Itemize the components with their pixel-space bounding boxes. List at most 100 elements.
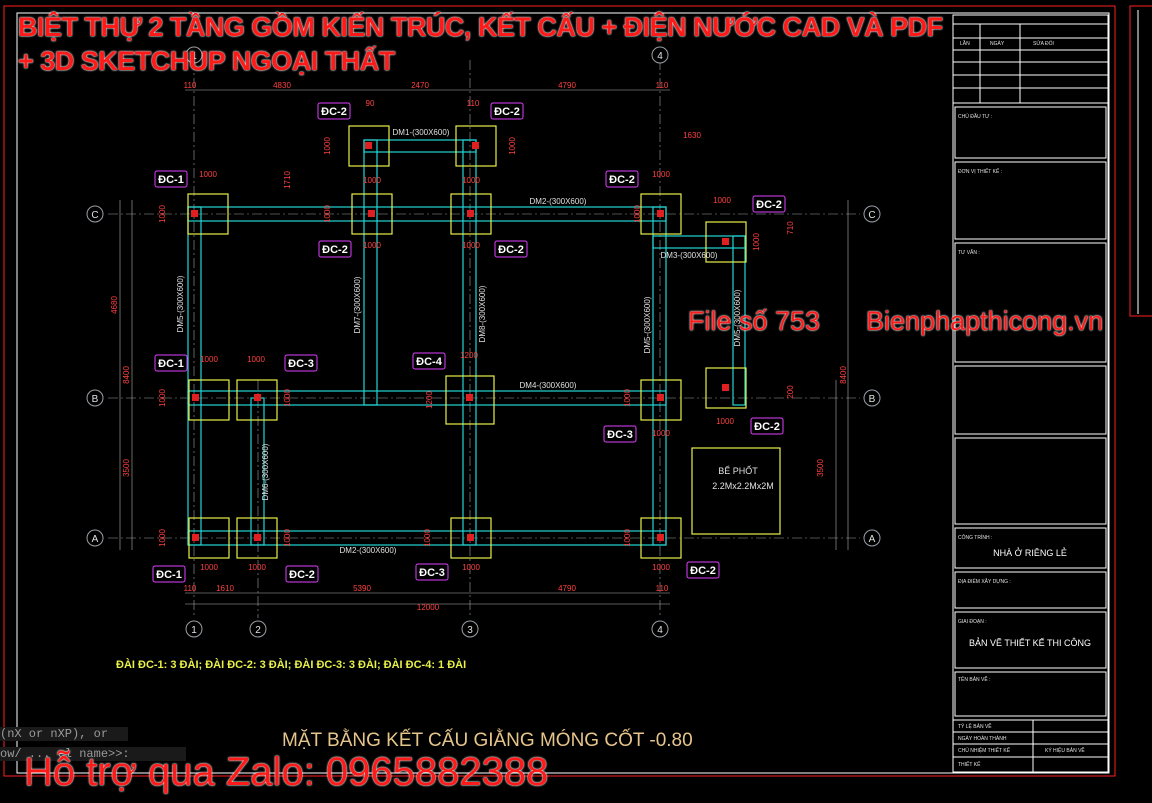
svg-text:ĐC-1: ĐC-1 — [158, 174, 184, 186]
columns — [191, 142, 729, 541]
grid-label-row-c-left: C — [91, 210, 98, 221]
dim-1710: 1710 — [283, 171, 292, 189]
dimension-lines — [119, 89, 849, 605]
scale-label: TỶ LỆ BẢN VẼ — [958, 722, 992, 730]
beam-label-dm9: DM5-(300X600) — [733, 289, 742, 346]
dim-v-1000-f: 1000 — [323, 205, 332, 223]
dim-top-b: 4830 — [273, 81, 291, 90]
dim-1000-h: 1000 — [247, 355, 265, 364]
svg-text:ĐC-2: ĐC-2 — [494, 106, 520, 118]
project-label: CÔNG TRÌNH : — [958, 534, 992, 541]
grid-bubbles — [86, 46, 881, 638]
dim-v-1000-d: 1000 — [323, 137, 332, 155]
dim-1000-b: 1000 — [363, 176, 381, 185]
dim-v-1000-a: 1000 — [158, 205, 167, 223]
svg-text:ĐC-2: ĐC-2 — [322, 244, 348, 256]
zalo-support-banner: Hỗ trợ qua Zalo: 0965882388 — [24, 750, 549, 794]
grid-label-col-1: 1 — [191, 625, 197, 636]
pile-tag-dc2-a: ĐC-2 — [317, 102, 351, 120]
dim-1000-a: 1000 — [199, 170, 217, 179]
dim-bot-a: 110 — [184, 584, 197, 593]
command-line-history-2[interactable]: ow/ ... el name>>: — [0, 747, 186, 761]
grid-lines — [108, 60, 860, 618]
dim-v-1000-e: 1000 — [508, 137, 517, 155]
dim-right-3500: 3500 — [816, 459, 825, 477]
drawing-code-label: KÝ HIỆU BẢN VẼ — [1045, 746, 1085, 754]
septic-tank — [691, 447, 781, 535]
dim-110-b: 110 — [467, 99, 480, 108]
beam-label-dm5b: DM5-(300X600) — [643, 296, 652, 353]
sheet-outer-border — [3, 5, 1116, 777]
pile-tag-dc1-b: ĐC-1 — [154, 354, 188, 372]
pile-tag-dc2-c: ĐC-2 — [605, 170, 639, 188]
drawing-title: MẶT BẰNG KẾT CẤU GIẰNG MÓNG CỐT -0.80 — [282, 730, 693, 751]
dim-1000-i: 1000 — [652, 429, 670, 438]
consultant-label: TƯ VẤN : — [958, 249, 980, 256]
grid-label-row-c-right: C — [868, 210, 875, 221]
project-name: NHÀ Ở RIÊNG LẺ — [993, 547, 1067, 558]
dim-1000-o: 1000 — [713, 196, 731, 205]
rev-header-date: NGÀY — [990, 40, 1005, 47]
svg-text:ĐC-2: ĐC-2 — [754, 421, 780, 433]
rev-header-no: LẦN — [960, 40, 970, 47]
pile-tag-dc3-a: ĐC-3 — [284, 354, 318, 372]
pile-tag-dc3-c: ĐC-3 — [415, 563, 449, 581]
pile-tag-dc2-b: ĐC-2 — [490, 102, 524, 120]
svg-text:ĐC-3: ĐC-3 — [419, 567, 445, 579]
title-block — [952, 14, 1109, 773]
dim-200: 200 — [786, 385, 795, 399]
dim-total: 12000 — [417, 603, 440, 612]
pile-tag-dc1-c: ĐC-1 — [152, 565, 186, 583]
dim-1000-c: 1000 — [462, 176, 480, 185]
pile-tag-dc2-f: ĐC-2 — [494, 240, 528, 258]
dim-left-4680: 4680 — [110, 296, 119, 314]
grid-label-col-2: 2 — [255, 625, 261, 636]
grid-label-col-4-top: 4 — [657, 51, 663, 62]
pile-tag-dc2-e: ĐC-2 — [318, 240, 352, 258]
promo-title-line-1: BIỆT THỰ 2 TẦNG GỒM KIẾN TRÚC, KẾT CẤU +… — [18, 12, 943, 42]
file-number-watermark: File số 753 — [688, 306, 821, 336]
svg-text:ĐC-2: ĐC-2 — [321, 106, 347, 118]
svg-text:ĐC-2: ĐC-2 — [756, 199, 782, 211]
beam-label-dm7: DM7-(300X600) — [353, 276, 362, 333]
phase-label: GIAI ĐOẠN : — [958, 619, 987, 625]
dim-v-1000-i: 1000 — [283, 389, 292, 407]
dim-1000-g: 1000 — [200, 355, 218, 364]
sheet-inner-border — [16, 12, 1110, 774]
grid-label-col-1-top: 1 — [191, 51, 197, 62]
dim-1000-m: 1000 — [462, 563, 480, 572]
svg-text:ĐC-2: ĐC-2 — [498, 244, 524, 256]
septic-label: BỂ PHỐT — [718, 465, 758, 476]
sheet-name-label: TÊN BẢN VẼ : — [958, 675, 991, 683]
dim-1200: 1200 — [460, 351, 478, 360]
pile-cap-count-note: ĐÀI ĐC-1: 3 ĐÀI; ĐÀI ĐC-2: 3 ĐÀI; ĐÀI ĐC… — [116, 659, 467, 671]
dim-1000-j: 1000 — [716, 417, 734, 426]
grid-label-row-a-left: A — [92, 534, 99, 545]
dim-1000-e: 1000 — [363, 241, 381, 250]
finish-date-label: NGÀY HOÀN THÀNH — [958, 735, 1007, 742]
pile-tag-dc1-a: ĐC-1 — [154, 170, 188, 188]
location-label: ĐỊA ĐIỂM XÂY DỰNG : — [958, 578, 1011, 585]
website-watermark: Bienphapthicong.vn — [866, 306, 1104, 336]
pile-caps — [187, 125, 781, 559]
dim-bot-c: 5390 — [353, 584, 371, 593]
pile-tag-dc2-h: ĐC-2 — [285, 565, 319, 583]
svg-text:ĐC-3: ĐC-3 — [607, 429, 633, 441]
beam-label-dm6: DM6-(300X600) — [261, 443, 270, 500]
dim-v-1000-b: 1000 — [158, 389, 167, 407]
svg-text:ĐC-2: ĐC-2 — [690, 565, 716, 577]
dimension-text: 110 4830 2470 4790 110 110 1610 5390 479… — [184, 81, 735, 612]
beam-label-dm1: DM1-(300X600) — [393, 128, 450, 137]
dim-710: 710 — [786, 221, 795, 235]
dim-right-8400: 8400 — [839, 366, 848, 384]
svg-text:ĐC-3: ĐC-3 — [288, 358, 314, 370]
beam-label-dm8: DM8-(300X600) — [478, 285, 487, 342]
dim-left-8400: 8400 — [122, 366, 131, 384]
command-line-history-1: (nX or nXP), or — [0, 727, 128, 741]
beam-label-dm5a: DM5-(300X600) — [176, 275, 185, 332]
svg-text:ĐC-4: ĐC-4 — [416, 356, 443, 368]
beam-label-dm2-top: DM2-(300X600) — [530, 197, 587, 206]
dim-v-1000-j: 1000 — [623, 389, 632, 407]
dim-1000-d: 1000 — [652, 170, 670, 179]
